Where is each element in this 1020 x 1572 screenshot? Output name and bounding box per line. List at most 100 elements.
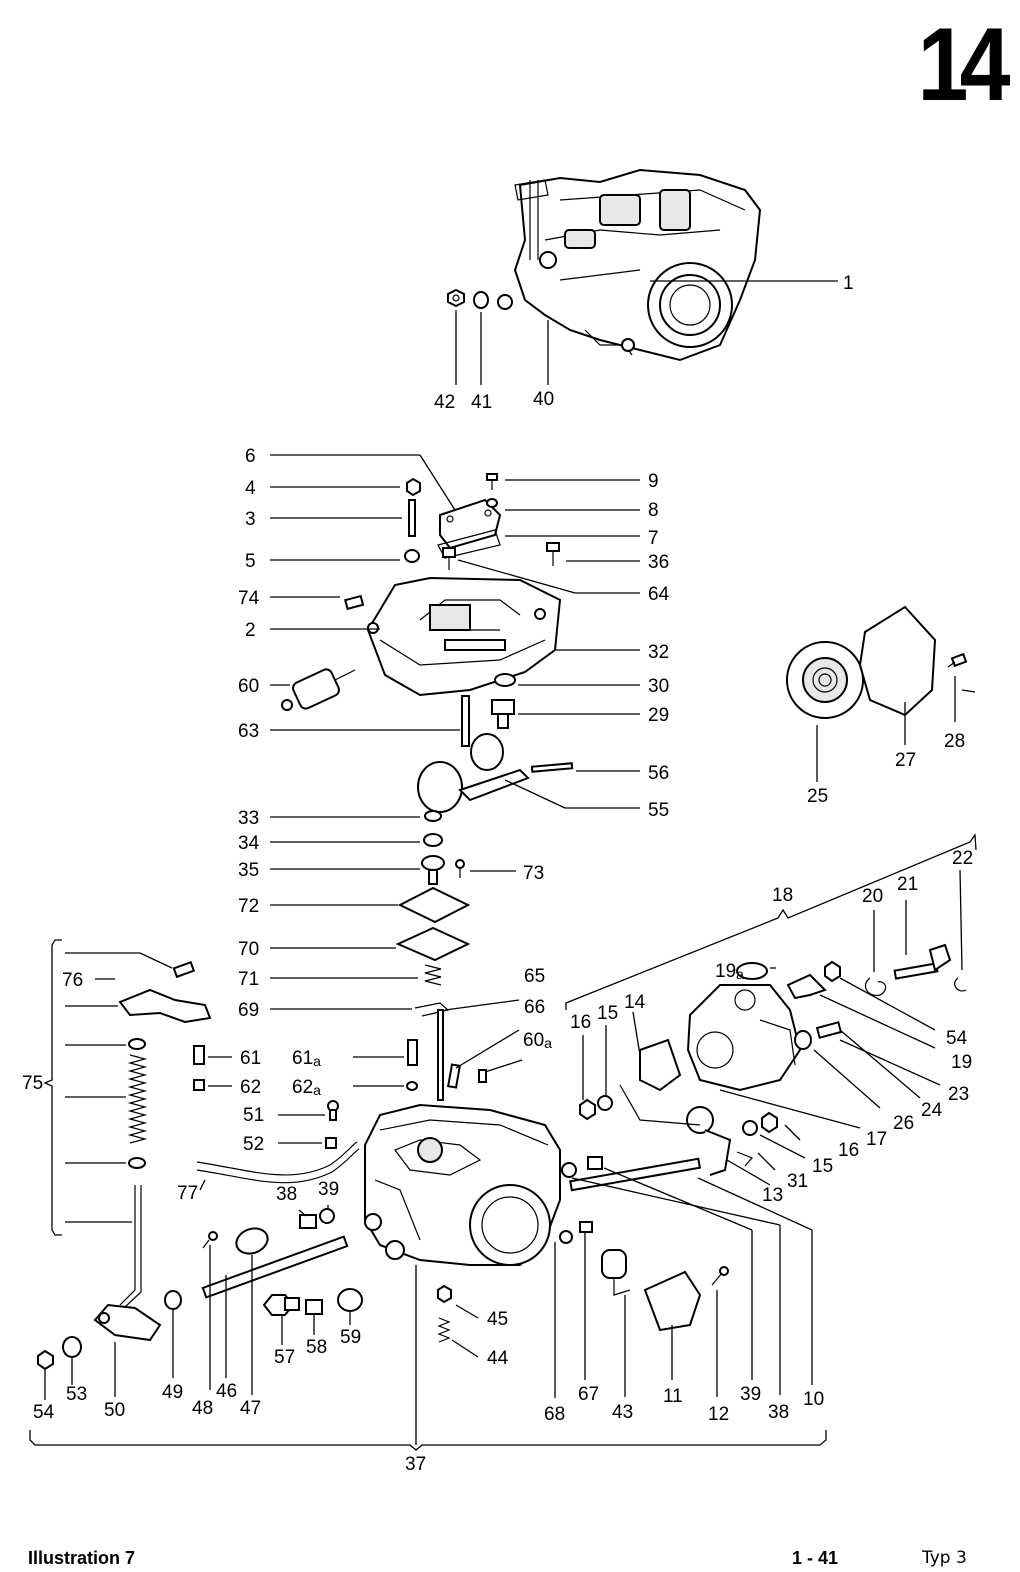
choke-assembly-18 [686, 984, 802, 1092]
callout-70: 70 [238, 939, 259, 960]
callout-46: 46 [216, 1381, 237, 1402]
callout-63: 63 [238, 721, 259, 742]
callout-51: 51 [243, 1105, 264, 1126]
callout-74: 74 [238, 588, 260, 609]
callout-24: 24 [921, 1100, 943, 1121]
callout-56: 56 [648, 763, 669, 784]
callout-13: 13 [762, 1185, 783, 1206]
linkage-assembly-75 [93, 960, 212, 1342]
callout-58: 58 [306, 1337, 327, 1358]
callout-35: 35 [238, 860, 259, 881]
screw-58 [305, 1299, 323, 1315]
footer-illustration-label: Illustration 7 [28, 1548, 136, 1568]
screw-12 [711, 1266, 729, 1286]
nut-38-right [587, 1156, 603, 1170]
callout-26: 26 [893, 1113, 914, 1134]
assembled-carburetor [497, 168, 762, 362]
float-bowl-cover [366, 576, 562, 697]
spring-20 [865, 977, 887, 997]
washer-26 [794, 1030, 812, 1050]
callout-21: 21 [897, 874, 918, 895]
callout-48: 48 [192, 1398, 213, 1419]
jet-60a [478, 1069, 487, 1083]
washer-53 [62, 1336, 82, 1358]
screw-64 [442, 547, 456, 570]
callout-16-right: 16 [838, 1140, 859, 1161]
nut-54-left [37, 1349, 54, 1371]
callout-67: 67 [578, 1384, 599, 1405]
callout-54-left: 54 [33, 1402, 55, 1423]
idle-jet-30 [494, 673, 516, 687]
callout-61a: 61a [292, 1048, 321, 1069]
callout-69: 69 [238, 1000, 259, 1021]
screw-28 [947, 652, 968, 668]
ring-34 [423, 833, 443, 847]
callout-43: 43 [612, 1402, 633, 1423]
callout-62a: 62a [292, 1077, 321, 1098]
lever-19 [786, 973, 827, 1000]
callout-59: 59 [340, 1327, 361, 1348]
throttle-plate-11 [643, 1270, 702, 1332]
callout-9: 9 [648, 471, 659, 492]
screw-48 [202, 1231, 218, 1249]
jet-61 [193, 1045, 205, 1065]
carburetor-body-37 [364, 1103, 561, 1266]
callout-39-left: 39 [318, 1179, 339, 1200]
callout-52: 52 [243, 1134, 264, 1155]
callout-50: 50 [104, 1400, 125, 1421]
hose-77 [196, 1141, 360, 1184]
callout-32: 32 [648, 642, 669, 663]
screw-44 [437, 1317, 451, 1343]
throttle-shaft-10 [569, 1157, 702, 1192]
valve-66 [446, 1063, 462, 1089]
callout-45: 45 [487, 1309, 508, 1330]
callout-15-left: 15 [597, 1003, 618, 1024]
diaphragm-70 [395, 926, 471, 962]
page-number: 14 [917, 7, 1011, 123]
callout-66: 66 [524, 997, 545, 1018]
washer-68 [559, 1230, 573, 1244]
callout-61: 61 [240, 1048, 261, 1069]
callout-65: 65 [524, 966, 545, 987]
ring-62a [406, 1081, 418, 1091]
clip-22 [954, 977, 967, 992]
callout-2: 2 [245, 620, 256, 641]
callout-labels: 1 2 3 4 5 6 7 8 9 10 11 12 13 14 15 16 1… [22, 273, 973, 1475]
washer-59 [337, 1288, 363, 1312]
screw-67 [579, 1221, 593, 1233]
callout-73: 73 [523, 863, 544, 884]
callout-72: 72 [238, 896, 259, 917]
choke-housing-25 [786, 641, 864, 719]
callout-37: 37 [405, 1454, 426, 1475]
washer-15-left [597, 1095, 613, 1111]
nut-16-left [579, 1098, 596, 1121]
pump-cover-72 [397, 886, 471, 924]
callout-40: 40 [533, 389, 554, 410]
callout-31: 31 [787, 1171, 808, 1192]
callout-30: 30 [648, 676, 669, 697]
nut-4 [406, 477, 421, 497]
callout-34: 34 [238, 833, 260, 854]
cap-19a [736, 962, 768, 980]
nut-16-right [761, 1111, 778, 1134]
callout-29: 29 [648, 705, 669, 726]
callout-60: 60 [238, 676, 259, 697]
throttle-shaft-46 [201, 1235, 349, 1299]
callout-5: 5 [245, 551, 256, 572]
screw-36 [546, 542, 560, 566]
callout-14: 14 [624, 992, 646, 1013]
callout-8: 8 [648, 500, 659, 521]
screw-51 [327, 1100, 339, 1121]
callout-22: 22 [952, 848, 973, 869]
gasket-27 [858, 605, 937, 717]
callout-49: 49 [162, 1382, 183, 1403]
callout-57: 57 [274, 1347, 295, 1368]
screw-73 [455, 859, 465, 878]
washer-41 [473, 291, 489, 309]
callout-7: 7 [648, 528, 659, 549]
callout-64: 64 [648, 584, 670, 605]
callout-47: 47 [240, 1398, 261, 1419]
ring-52 [325, 1137, 337, 1149]
leader-lines [29, 454, 977, 1451]
pump-lever-35 [421, 855, 445, 885]
